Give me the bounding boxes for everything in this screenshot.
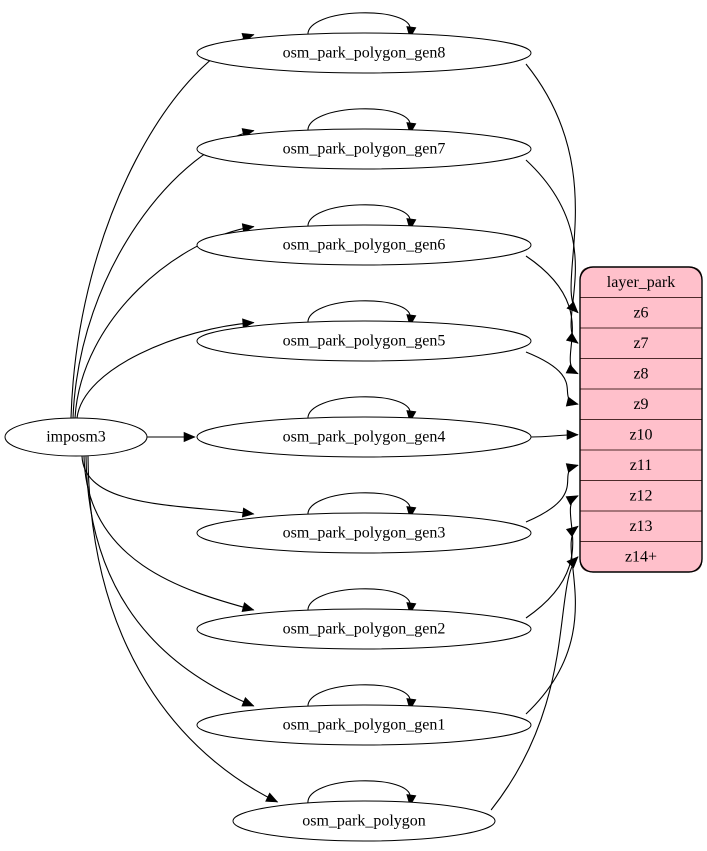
self-loop-arrowhead	[406, 218, 417, 231]
edge-arrowhead-z14plus	[566, 556, 579, 569]
node-label-imposm3: imposm3	[46, 429, 106, 446]
self-loop-edge	[307, 684, 411, 709]
node-label-gen3: osm_park_polygon_gen3	[283, 525, 446, 542]
self-loop-arrowhead	[406, 410, 417, 423]
self-loop-edge	[307, 396, 411, 421]
edge-arrowhead-z8	[565, 364, 579, 375]
edge-gen1-to-z13	[525, 525, 579, 715]
edge-arrowhead-to-gen1	[241, 697, 255, 707]
self-loop-edges-group	[307, 12, 417, 807]
table-row-label: z7	[633, 335, 648, 352]
imposm3-node-group: imposm3	[4, 417, 148, 457]
self-loop-arrowhead	[406, 314, 417, 327]
node-ellipse-gen4[interactable]	[196, 416, 532, 458]
table-row-label: z13	[629, 518, 652, 535]
edge-arrowhead-z13	[565, 525, 579, 538]
edge-arrowhead-to-gen3	[241, 507, 255, 518]
table-row-label: z11	[630, 457, 653, 474]
edge-imposm3-to-base	[87, 455, 278, 803]
edge-arrowhead-to-gen5	[242, 318, 255, 329]
edge-gen2-to-z12	[525, 495, 579, 619]
layer-park-table[interactable]: layer_park z6 z7 z8 z9 z10 z11 z12 z13 z14+	[579, 266, 703, 573]
edges-from-imposm3-group	[70, 32, 279, 803]
node-label-gen7: osm_park_polygon_gen7	[283, 141, 446, 158]
self-loop-edge	[307, 12, 411, 37]
edge-gen6-to-z8	[525, 255, 579, 375]
table-row-label: z9	[633, 396, 648, 413]
node-ellipse-imposm3[interactable]	[4, 417, 148, 457]
node-label-gen5: osm_park_polygon_gen5	[283, 333, 446, 350]
node-ellipse-gen6[interactable]	[196, 224, 532, 266]
self-loop-arrowhead	[406, 26, 417, 39]
self-loop-arrowhead	[406, 506, 417, 519]
node-label-gen6: osm_park_polygon_gen6	[283, 237, 446, 254]
edge-gen8-to-z6	[525, 63, 579, 314]
edge-arrowhead-z10	[566, 429, 579, 440]
table-row-label: z12	[629, 487, 652, 504]
node-ellipse-base[interactable]	[232, 800, 496, 842]
node-ellipse-gen1[interactable]	[196, 704, 532, 746]
table-row-label: z14+	[625, 548, 657, 565]
self-loop-edge	[307, 204, 411, 229]
edge-base-to-z14plus	[490, 556, 579, 811]
node-label-gen2: osm_park_polygon_gen2	[283, 621, 446, 638]
node-ellipse-gen5[interactable]	[196, 320, 532, 362]
self-loop-edge	[307, 492, 411, 517]
node-ellipse-gen3[interactable]	[196, 512, 532, 554]
node-label-gen4: osm_park_polygon_gen4	[283, 429, 446, 446]
edges-to-layer-park-group	[490, 63, 579, 811]
table-row-label: z8	[633, 365, 648, 382]
graph-nodes-group: osm_park_polygon_gen8 osm_park_polygon_ge…	[196, 32, 532, 842]
edge-imposm3-to-gen8	[70, 34, 254, 419]
edge-imposm3-to-gen5	[76, 322, 254, 419]
edge-arrowhead-z12	[565, 495, 579, 506]
node-label-gen1: osm_park_polygon_gen1	[283, 717, 446, 734]
edge-gen7-to-z7	[525, 159, 579, 344]
table-outer-border	[579, 266, 703, 573]
edge-arrowhead-to-gen4	[183, 431, 196, 443]
table-row-label: z6	[633, 304, 648, 321]
edge-arrowhead-to-gen2	[241, 602, 255, 612]
self-loop-arrowhead	[406, 794, 417, 807]
node-ellipse-gen2[interactable]	[196, 608, 532, 650]
self-loop-arrowhead	[406, 698, 417, 711]
edge-arrowhead-z11	[565, 463, 579, 474]
edge-imposm3-to-gen3	[81, 455, 254, 515]
self-loop-arrowhead	[406, 122, 417, 135]
self-loop-edge	[307, 108, 411, 133]
edge-imposm3-to-gen7	[72, 130, 254, 419]
node-label-base: osm_park_polygon	[302, 813, 426, 830]
table-row-label: z10	[629, 426, 652, 443]
self-loop-arrowhead	[406, 602, 417, 615]
edge-arrowhead-to-base	[265, 792, 279, 803]
node-ellipse-gen7[interactable]	[196, 128, 532, 170]
self-loop-edge	[307, 588, 411, 613]
table-header-label: layer_park	[607, 274, 675, 291]
node-label-gen8: osm_park_polygon_gen8	[283, 45, 446, 62]
edge-arrowhead-z9	[565, 396, 579, 407]
self-loop-edge	[307, 300, 411, 325]
self-loop-edge	[307, 780, 411, 805]
node-ellipse-gen8[interactable]	[196, 32, 532, 74]
